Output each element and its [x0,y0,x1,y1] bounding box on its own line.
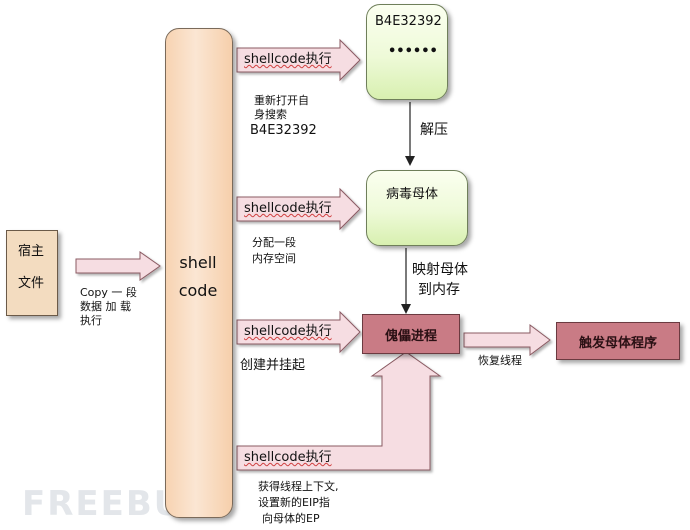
map-label-1: 映射母体 [412,262,468,278]
step2-line1: 分配一段 [252,236,296,249]
exec-arrow-3 [236,310,361,354]
virus-body-label: 病毒母体 [386,187,439,202]
exec-arrow-4-bent [236,351,442,471]
b4e32392-dots: •••••• [388,44,438,59]
shellcode-label-1: shell [179,253,217,272]
trigger-box: 触发母体程序 [556,322,680,360]
resume-arrow [463,324,551,356]
exec-arrow-2 [236,187,361,231]
host-file-box [6,230,58,316]
trigger-label: 触发母体程序 [578,335,657,351]
step1-line2: 身搜索 [254,108,287,121]
resume-label: 恢复线程 [478,354,522,367]
step4-line3: 向母体的EP [262,512,320,525]
copy-label-1: Copy 一 段 [80,286,137,299]
host-to-shell-arrow [75,251,161,281]
step3-label: 创建并挂起 [240,358,306,373]
virus-body-box [366,170,468,246]
step2-line2: 内存空间 [252,252,296,265]
host-file-label-1: 宿主 [17,244,44,259]
host-file-label-2: 文件 [17,276,44,291]
copy-label-3: 执行 [80,314,102,327]
decompress-label: 解压 [420,122,448,138]
shellcode-label-2: code [178,281,218,300]
shellcode-box [165,28,233,518]
step4-line1: 获得线程上下文, [258,480,339,493]
exec-label-1: shellcode执行 [244,52,332,67]
copy-label-2: 数据 加 载 [80,300,131,313]
step4-line2: 设置新的EIP指 [258,496,330,509]
exec-label-3: shellcode执行 [244,324,332,339]
exec-label-2: shellcode执行 [244,201,332,216]
puppet-process-box: 傀儡进程 [362,314,460,354]
exec-arrow-1 [236,38,361,82]
step1-line1: 重新打开自 [254,94,309,107]
puppet-process-label: 傀儡进程 [384,328,437,344]
step1-line3: B4E32392 [250,123,317,138]
b4e32392-title: B4E32392 [375,14,442,29]
b4e32392-box [366,4,448,100]
exec-label-4: shellcode执行 [244,450,332,465]
map-label-2: 到内存 [418,282,460,298]
